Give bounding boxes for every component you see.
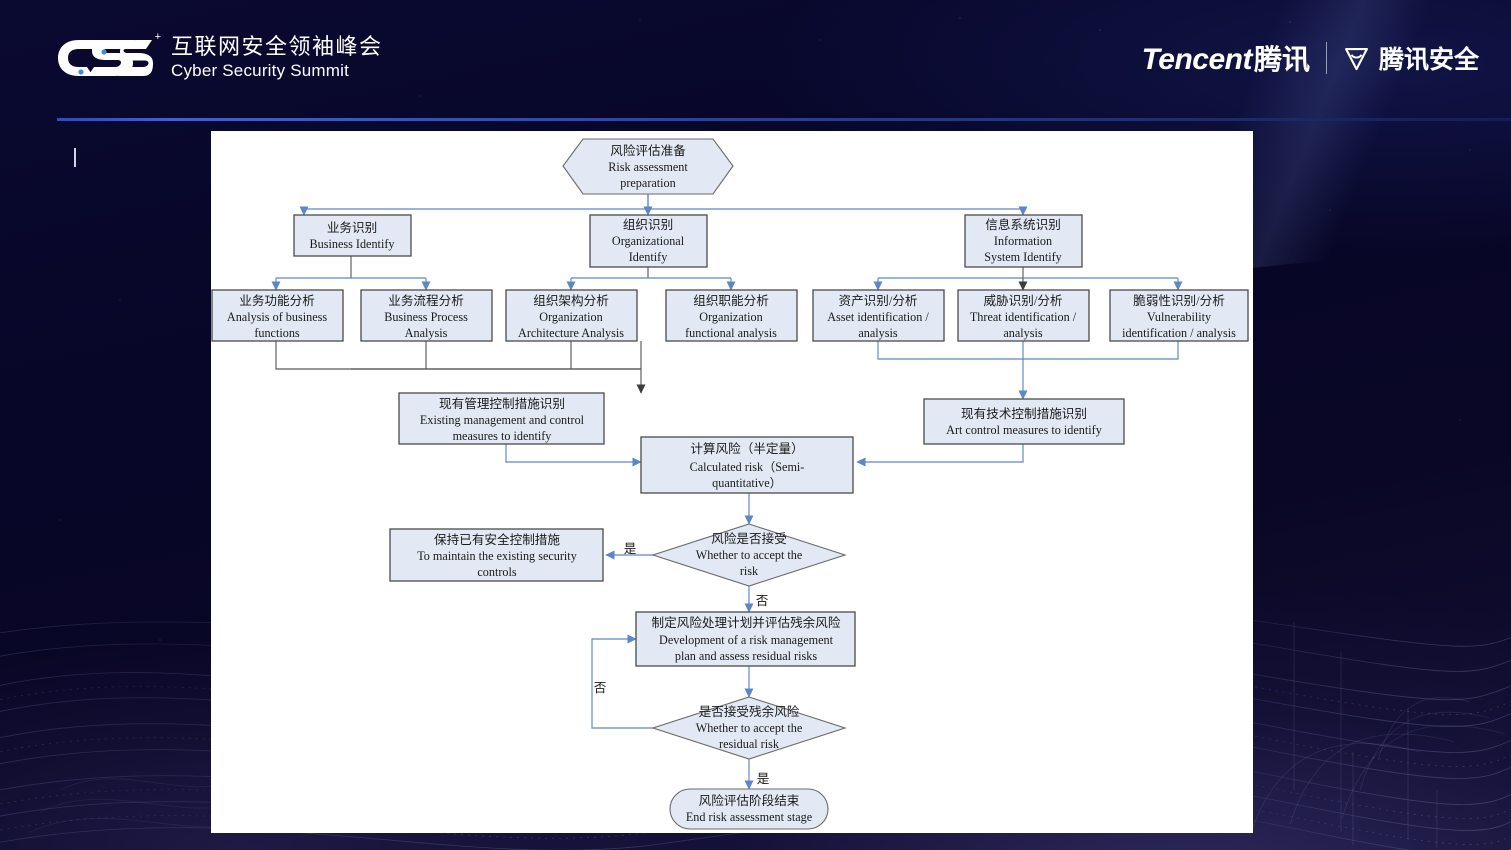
css-logo-icon: +	[57, 31, 161, 80]
node-label-en-1: Threat identification /	[970, 310, 1077, 324]
edge-label-residual-yes: 是	[757, 772, 770, 786]
summit-title-cn: 互联网安全领袖峰会	[171, 34, 383, 59]
node-label-en-1: Information	[994, 234, 1052, 248]
node-label-en-1: Development of a risk management	[659, 633, 834, 647]
node-label-cn: 业务识别	[327, 220, 377, 235]
css-logo-plus-icon: +	[154, 30, 161, 43]
node-label-cn: 业务功能分析	[239, 293, 315, 308]
node-existing-technical-control-measures: 现有技术控制措施识别 Art control measures to ident…	[923, 398, 1125, 445]
node-label-en-2: quantitative）	[712, 476, 782, 490]
node-organization-functional-analysis: 组织职能分析 Organization functional analysis	[665, 289, 798, 342]
node-decision-accept-residual-risk: 是否接受残余风险 Whether to accept the residual …	[651, 696, 847, 760]
node-label-en-1: To maintain the existing security	[417, 549, 577, 563]
node-existing-management-control-measures: 现有管理控制措施识别 Existing management and contr…	[398, 392, 605, 445]
node-label-en-1: Business Process	[384, 310, 468, 324]
flow-edge-labels: 是 否 否 是	[594, 542, 770, 786]
tencent-wordmark: Tencent	[1141, 43, 1253, 76]
node-label-en-2: residual risk	[719, 737, 780, 751]
node-asset-identification-analysis: 资产识别/分析 Asset identification / analysis	[812, 289, 945, 342]
node-label-cn: 组织识别	[623, 218, 673, 232]
node-label-cn: 信息系统识别	[985, 217, 1061, 232]
tencent-security-lockup: 腾讯安全	[1343, 40, 1479, 76]
node-label-cn: 风险评估阶段结束	[699, 794, 800, 808]
node-label-en-2: analysis	[858, 326, 898, 340]
node-business-process-analysis: 业务流程分析 Business Process Analysis	[360, 289, 493, 342]
node-information-system-identify: 信息系统识别 Information System Identify	[964, 214, 1083, 268]
node-label-en-1: Business Identify	[310, 237, 396, 251]
node-organization-architecture-analysis: 组织架构分析 Organization Architecture Analysi…	[505, 289, 638, 342]
css-brand-text: 互联网安全领袖峰会 Cyber Security Summit	[165, 34, 383, 81]
summit-title-en: Cyber Security Summit	[171, 60, 350, 80]
node-label-en-2: Architecture Analysis	[518, 326, 624, 340]
node-label-en-2: preparation	[620, 176, 676, 190]
node-maintain-existing-security-controls: 保持已有安全控制措施 To maintain the existing secu…	[389, 528, 604, 582]
node-label-en-1: Asset identification /	[827, 310, 929, 324]
node-label-en-1: Calculated risk（Semi-	[690, 460, 805, 474]
node-label-cn: 业务流程分析	[388, 293, 464, 308]
node-label-en-2: Analysis	[405, 326, 448, 340]
slide-content-panel: 风险评估准备 Risk assessment preparation 业务识别 …	[211, 131, 1253, 833]
node-label-cn: 风险是否接受	[711, 531, 787, 546]
node-label-cn: 脆弱性识别/分析	[1133, 293, 1225, 308]
brand-divider	[1325, 42, 1327, 74]
node-label-cn: 资产识别/分析	[838, 294, 917, 308]
css-brand-lockup: + 互联网安全领袖峰会 Cyber Security Summit	[57, 31, 383, 81]
node-label-en-2: System Identify	[984, 250, 1062, 264]
node-label-en-1: Analysis of business	[227, 310, 327, 324]
node-label-en-2: Identify	[629, 250, 668, 264]
node-vulnerability-identification-analysis: 脆弱性识别/分析 Vulnerability identification / …	[1109, 289, 1249, 342]
tencent-security-label: 腾讯安全	[1378, 46, 1479, 74]
node-label-en-2: risk	[740, 564, 759, 578]
tencent-brand-lockup: Tencent 腾讯 腾讯安全	[1142, 38, 1479, 78]
node-label-cn: 保持已有安全控制措施	[434, 532, 560, 547]
node-label-en-1: Vulnerability	[1147, 310, 1212, 324]
node-label-en-1: Organization	[539, 310, 602, 324]
node-label-en-1: End risk assessment stage	[686, 810, 812, 824]
text-cursor-caret	[74, 148, 76, 167]
node-risk-management-plan: 制定风险处理计划并评估残余风险 Development of a risk ma…	[635, 611, 856, 667]
node-label-cn: 是否接受残余风险	[699, 704, 800, 719]
node-label-cn: 现有管理控制措施识别	[439, 397, 565, 411]
node-calculated-risk: 计算风险（半定量） Calculated risk（Semi- quantita…	[640, 436, 854, 494]
node-label-en-2: identification / analysis	[1122, 326, 1236, 340]
node-business-function-analysis: 业务功能分析 Analysis of business functions	[211, 289, 344, 342]
node-end-risk-assessment-stage: 风险评估阶段结束 End risk assessment stage	[669, 788, 829, 830]
node-label-cn: 计算风险（半定量）	[690, 442, 803, 456]
node-risk-assessment-preparation: 风险评估准备 Risk assessment preparation	[562, 138, 734, 195]
node-business-identify: 业务识别 Business Identify	[293, 214, 412, 257]
node-label-cn: 制定风险处理计划并评估残余风险	[652, 615, 841, 630]
risk-assessment-flowchart: 风险评估准备 Risk assessment preparation 业务识别 …	[211, 138, 1249, 830]
node-decision-accept-risk: 风险是否接受 Whether to accept the risk	[651, 523, 847, 587]
tencent-wordmark-cn: 腾讯	[1253, 44, 1310, 75]
node-label-en-2: functional analysis	[685, 326, 777, 340]
node-label-en-2: measures to identify	[453, 429, 553, 443]
shield-icon	[1343, 45, 1370, 72]
header-accent-rule	[57, 118, 1511, 121]
node-label-en-2: plan and assess residual risks	[675, 649, 817, 663]
node-label-cn: 组织职能分析	[693, 294, 769, 308]
node-label-en-2: controls	[477, 565, 517, 579]
node-label-en-1: Art control measures to identify	[946, 423, 1103, 437]
node-label-en-1: Existing management and control	[420, 413, 585, 427]
node-label-en-1: Whether to accept the	[696, 721, 803, 735]
node-threat-identification-analysis: 威胁识别/分析 Threat identification / analysis	[957, 289, 1090, 342]
node-label-cn: 现有技术控制措施识别	[961, 407, 1087, 421]
slide-header: + 互联网安全领袖峰会 Cyber Security Summit Tencen…	[0, 0, 1511, 121]
edge-label-residual-no: 否	[594, 681, 607, 695]
node-label-en-1: Whether to accept the	[696, 548, 803, 562]
node-label-en-1: Risk assessment	[608, 160, 688, 174]
node-label-en-1: Organization	[699, 310, 762, 324]
node-organizational-identify: 组织识别 Organizational Identify	[589, 214, 708, 268]
node-label-en-1: Organizational	[612, 234, 685, 248]
node-label-cn: 组织架构分析	[533, 294, 609, 308]
node-label-cn: 威胁识别/分析	[983, 293, 1062, 308]
node-label-en-2: analysis	[1003, 326, 1043, 340]
node-label-en-2: functions	[254, 326, 300, 340]
edge-label-accept-no: 否	[756, 594, 769, 608]
node-label-cn: 风险评估准备	[610, 144, 686, 158]
edge-label-accept-yes: 是	[624, 542, 637, 556]
